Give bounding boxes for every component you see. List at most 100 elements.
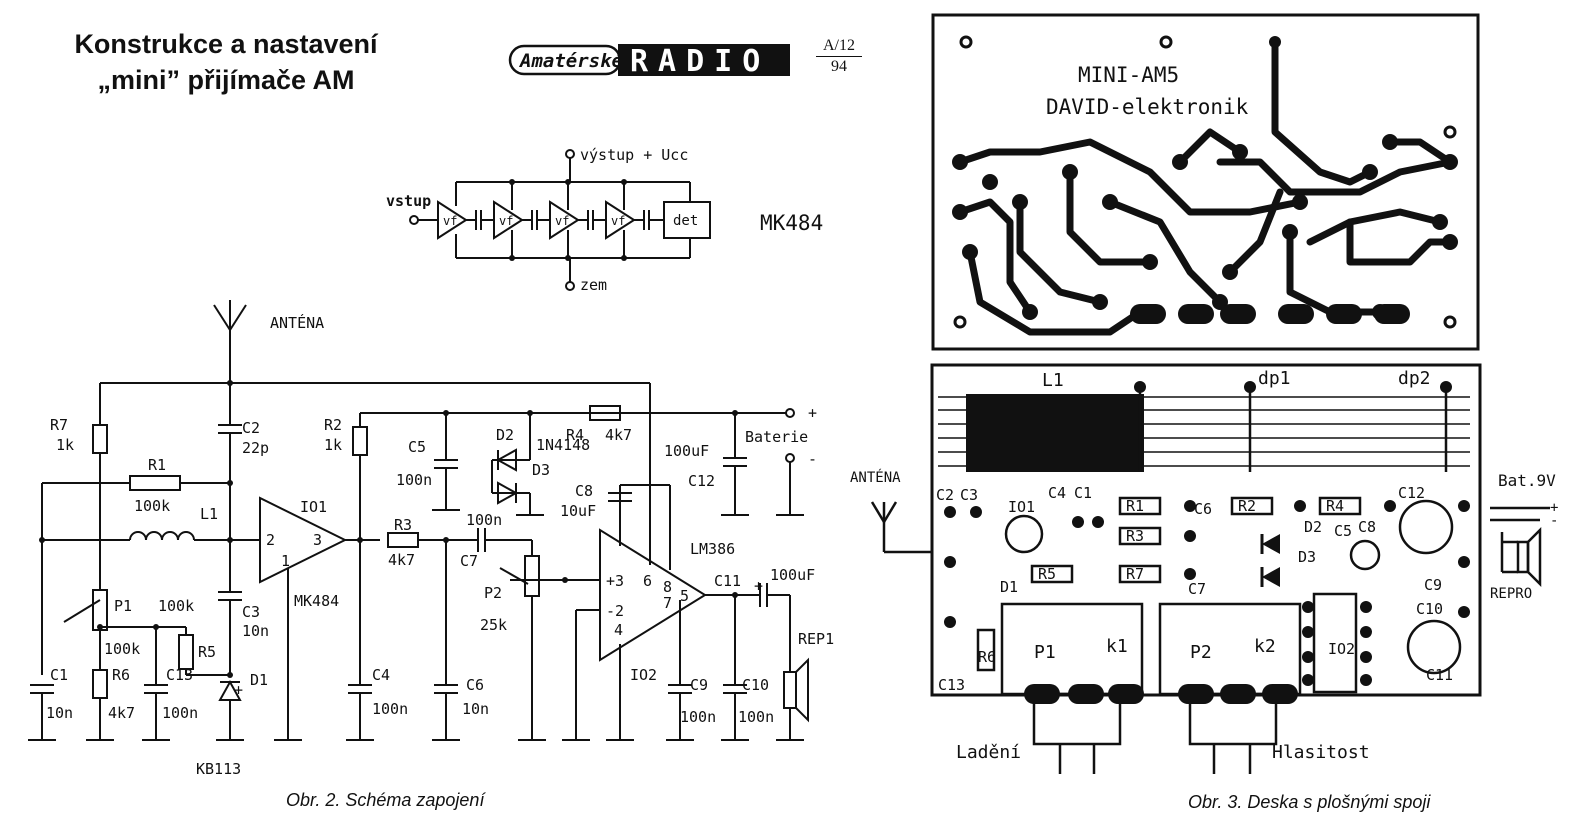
c13-ref: C13 <box>166 666 193 684</box>
c10-value: 100n <box>738 708 774 726</box>
d1-plus: + <box>234 681 243 699</box>
mk484-block-diagram: vstup výstup + Ucc zem vf vf vf vf det M… <box>386 146 823 294</box>
rep1-ref: REP1 <box>798 630 834 648</box>
block-input-label: vstup <box>386 192 431 210</box>
logo-block-text: RADIO <box>630 44 770 79</box>
diode-type: 1N4148 <box>536 436 590 454</box>
pcb-d1-label: D1 <box>1000 578 1018 596</box>
block-output-label: výstup + Ucc <box>580 146 688 164</box>
io2-ref: IO2 <box>630 666 657 684</box>
c13-value: 100n <box>162 704 198 722</box>
r6-value: 4k7 <box>108 704 135 722</box>
pcb-io2-label: IO2 <box>1328 640 1355 658</box>
pcb-c8-label: C8 <box>1358 518 1376 536</box>
r5-value: 100k <box>158 597 194 615</box>
pcb-r3-label: R3 <box>1126 527 1144 545</box>
c3-value: 10n <box>242 622 269 640</box>
r2-value: 1k <box>324 436 342 454</box>
l1-winding <box>966 394 1144 472</box>
pcb-c2-label: C2 <box>936 486 954 504</box>
pcb-name-line-2: DAVID-elektronik <box>1046 95 1249 119</box>
pcb-dp2-label: dp2 <box>1398 368 1431 389</box>
battery-minus: - <box>808 450 817 468</box>
c4-value: 100n <box>372 700 408 718</box>
issue-bottom: 94 <box>831 58 847 75</box>
l1-ref: L1 <box>200 505 218 523</box>
block-stage-label-2: vf <box>499 214 513 228</box>
pcb-name-line-1: MINI-AM5 <box>1078 63 1179 87</box>
c10-ref: C10 <box>742 676 769 694</box>
pcb-c12-label: C12 <box>1398 484 1425 502</box>
io2-pin-plus: +3 <box>606 572 624 590</box>
c9-ref: C9 <box>690 676 708 694</box>
pcb-p2-label: P2 <box>1190 642 1212 663</box>
pcb-c11-label: C11 <box>1426 666 1453 684</box>
io1-pin-2: 2 <box>266 531 275 549</box>
c2-ref: C2 <box>242 419 260 437</box>
pcb-volume-label: Hlasitost <box>1272 742 1370 763</box>
pcb-battery-label: Bat.9V <box>1498 471 1556 490</box>
c12-value: 100uF <box>664 442 709 460</box>
pcb-battery-minus: - <box>1550 513 1558 529</box>
r5-ref: R5 <box>198 643 216 661</box>
c3-ref: C3 <box>242 603 260 621</box>
c8-ref: C8 <box>575 482 593 500</box>
pcb-c7-label: C7 <box>1188 580 1206 598</box>
io2-pin-7: 7 <box>663 594 672 612</box>
pcb-r5-label: R5 <box>1038 565 1056 583</box>
c9-value: 100n <box>680 708 716 726</box>
c5-ref: C5 <box>408 438 426 456</box>
amaterske-radio-logo: Amatérské RADIO <box>508 44 790 79</box>
c11-ref: C11 <box>714 572 741 590</box>
c11-plus: + <box>754 577 763 595</box>
d1-ref: D1 <box>250 671 268 689</box>
r1-ref: R1 <box>148 456 166 474</box>
io1-pin-3: 3 <box>313 531 322 549</box>
c6-value: 10n <box>462 700 489 718</box>
pcb-l1-label: L1 <box>1042 370 1064 391</box>
c2-value: 22p <box>242 439 269 457</box>
pcb-speaker-label: REPRO <box>1490 586 1532 602</box>
pcb-c6-label: C6 <box>1194 500 1212 518</box>
io2-pin-6: 6 <box>643 572 652 590</box>
figure-3-caption: Obr. 3. Deska s plošnými spoji <box>1188 792 1431 812</box>
pcb-r7-label: R7 <box>1126 565 1144 583</box>
battery-plus: + <box>808 404 817 422</box>
io2-pin-minus: -2 <box>606 602 624 620</box>
d3-ref: D3 <box>532 461 550 479</box>
r1-value: 100k <box>134 497 170 515</box>
io1-ref: IO1 <box>300 498 327 516</box>
pcb-k2-label: k2 <box>1254 636 1276 657</box>
block-stage-label-1: vf <box>443 214 457 228</box>
block-stage-label-4: vf <box>611 214 625 228</box>
pcb-k1-label: k1 <box>1106 636 1128 657</box>
p1-ref: P1 <box>114 597 132 615</box>
block-detector-label: det <box>673 213 698 229</box>
d1-type: KB113 <box>196 760 241 778</box>
pcb-tuning-label: Ladění <box>956 742 1021 763</box>
block-ground-label: zem <box>580 276 607 294</box>
pcb-outline <box>931 13 1480 351</box>
c1-value: 10n <box>46 704 73 722</box>
r4-ref: R4 <box>566 426 584 444</box>
p2-ref: P2 <box>484 584 502 602</box>
pcb-c4-label: C4 <box>1048 484 1066 502</box>
p1-value: 100k <box>104 640 140 658</box>
io2-pin-8: 8 <box>663 578 672 596</box>
title-line-2: „mini” přijímače AM <box>97 65 355 95</box>
article-title: Konstrukce a nastavení „mini” přijímače … <box>36 26 416 98</box>
io2-pin-4: 4 <box>614 621 623 639</box>
pcb-c10-label: C10 <box>1416 600 1443 618</box>
c7-ref: C7 <box>460 552 478 570</box>
block-ic-label: MK484 <box>760 211 823 235</box>
c1-ref: C1 <box>50 666 68 684</box>
r4-value: 4k7 <box>605 426 632 444</box>
pcb-d2-label: D2 <box>1304 518 1322 536</box>
c12-ref: C12 <box>688 472 715 490</box>
c8-value: 10uF <box>560 502 596 520</box>
io1-pin-1: 1 <box>281 552 290 570</box>
block-stage-label-3: vf <box>555 214 569 228</box>
title-line-1: Konstrukce a nastavení <box>74 29 378 59</box>
battery-label: Baterie <box>745 428 808 446</box>
io2-pin-5: 5 <box>680 587 689 605</box>
